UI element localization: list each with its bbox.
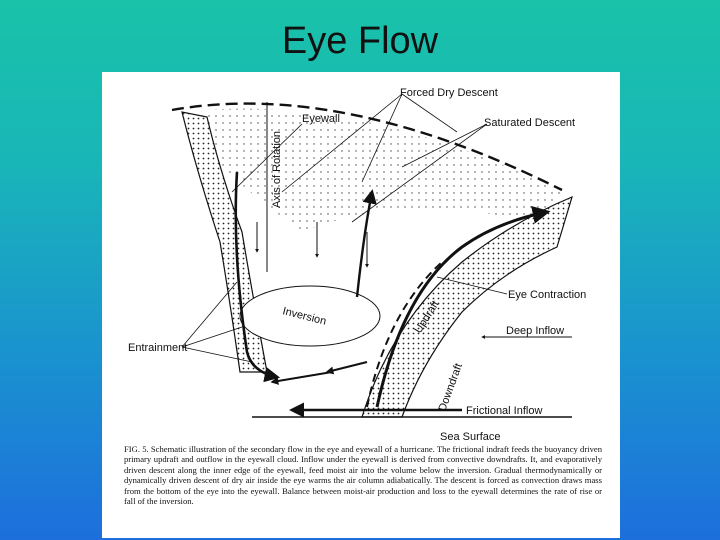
low-level-arrow-1: [270, 371, 333, 385]
label-downdraft: Downdraft: [437, 362, 465, 413]
label-deep-inflow: Deep Inflow: [506, 325, 564, 337]
label-frictional-inflow: Frictional Inflow: [466, 405, 542, 417]
updraft-arrow: [375, 206, 551, 408]
label-saturated-descent: Saturated Descent: [484, 117, 575, 129]
label-eyewall: Eyewall: [302, 113, 340, 125]
label-eye-contraction: Eye Contraction: [508, 289, 586, 301]
label-leader-lines: [181, 93, 508, 363]
label-forced-dry-descent: Forced Dry Descent: [400, 87, 498, 99]
hurricane-eye-diagram: Forced Dry Descent Eyewall Saturated Des…: [128, 87, 586, 442]
eyewall-cloud: [361, 195, 573, 418]
inversion-ellipse: [239, 285, 381, 347]
scanned-figure: Forced Dry Descent Eyewall Saturated Des…: [102, 72, 620, 538]
eye-descent-arrow: [234, 171, 281, 383]
upper-cloud-region: [182, 108, 562, 232]
label-axis-of-rotation: Axis of Rotation: [271, 131, 283, 208]
figure-caption: FIG. 5. Schematic illustration of the se…: [124, 444, 602, 507]
rising-arrow: [355, 189, 377, 298]
low-level-arrow-2: [325, 361, 368, 375]
label-entrainment: Entrainment: [128, 342, 187, 354]
label-sea-surface: Sea Surface: [440, 431, 501, 442]
forced-dry-descent-boundary: [171, 102, 563, 192]
downdraft-path: [366, 261, 443, 408]
slide-title: Eye Flow: [281, 20, 439, 62]
